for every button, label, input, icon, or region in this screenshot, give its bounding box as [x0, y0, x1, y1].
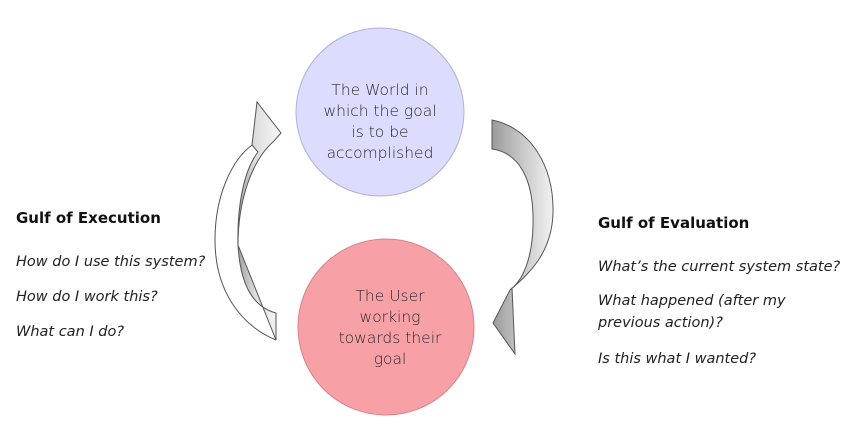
evaluation-question: previous action)? [598, 315, 723, 331]
evaluation-question: What’s the current system state? [598, 259, 841, 275]
world-line-3: is to be [351, 123, 409, 141]
user-line-3: towards their [338, 329, 442, 347]
user-circle [297, 238, 475, 416]
execution-arrow-outer [214, 144, 277, 341]
evaluation-arrow [491, 119, 554, 356]
gulf-of-evaluation-title: Gulf of Evaluation [598, 214, 750, 232]
execution-arrow [237, 100, 282, 341]
evaluation-question: What happened (after my [598, 293, 786, 309]
user-line-4: goal [373, 350, 407, 368]
world-circle [295, 27, 465, 197]
world-circle-label: The World in which the goal is to be acc… [305, 80, 455, 164]
world-line-4: accomplished [326, 144, 434, 162]
world-line-2: which the goal [323, 102, 437, 120]
user-line-1: The User [355, 287, 425, 305]
gulf-of-execution-title: Gulf of Execution [16, 209, 161, 227]
evaluation-question: Is this what I wanted? [598, 351, 757, 367]
execution-question: How do I work this? [16, 289, 158, 305]
world-line-1: The World in [331, 81, 429, 99]
execution-question: How do I use this system? [16, 254, 206, 270]
user-circle-label: The User working towards their goal [315, 286, 465, 370]
user-line-2: working [359, 308, 421, 326]
execution-question: What can I do? [16, 324, 125, 340]
